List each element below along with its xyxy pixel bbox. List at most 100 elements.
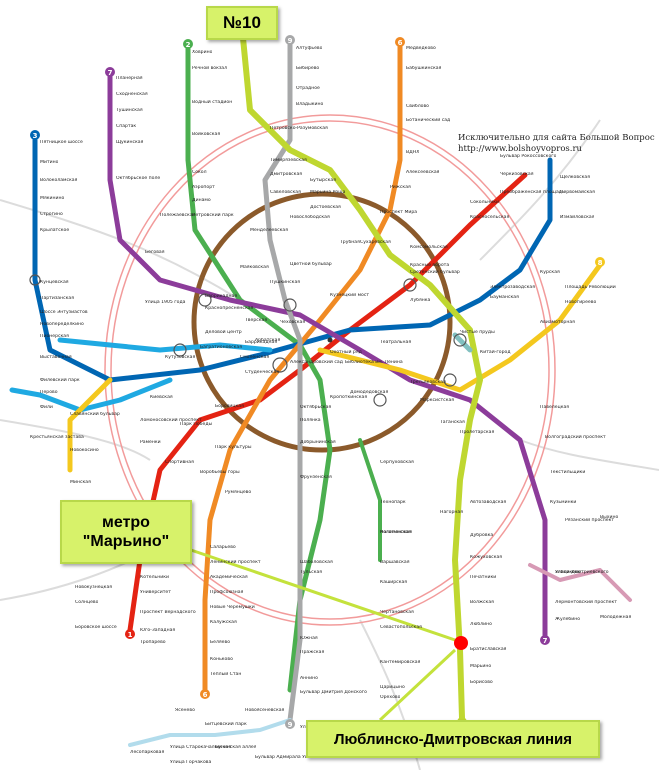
station-label[interactable]: Бульвар Рокоссовского: [500, 154, 557, 159]
station-label[interactable]: Улица Дмитриевского: [555, 570, 609, 575]
station-label[interactable]: Выставочная: [40, 355, 72, 360]
station-label[interactable]: Коломенская: [380, 530, 412, 535]
station-label[interactable]: Орехово: [380, 695, 401, 700]
station-label[interactable]: Коньково: [210, 657, 233, 662]
station-label[interactable]: Шоссе Энтузиастов: [40, 310, 88, 315]
station-label[interactable]: Цветной бульвар: [290, 262, 332, 267]
station-label[interactable]: Царицыно: [380, 685, 405, 690]
station-label[interactable]: Филёвский парк: [40, 378, 80, 383]
station-label[interactable]: Сухаревская: [360, 240, 391, 245]
station-label[interactable]: Ботанический сад: [406, 118, 451, 123]
station-label[interactable]: Баррикадная: [205, 294, 238, 299]
station-label[interactable]: Войковская: [192, 132, 221, 137]
station-label[interactable]: Крылатское: [40, 228, 70, 233]
station-label[interactable]: Боровское шоссе: [75, 625, 117, 630]
station-label[interactable]: Дубровка: [470, 533, 494, 538]
station-label[interactable]: Борисово: [470, 680, 493, 685]
station-label[interactable]: Александровский сад: [290, 360, 343, 365]
station-label[interactable]: Беляево: [210, 640, 231, 645]
station-label[interactable]: Новослободская: [290, 215, 330, 220]
station-label[interactable]: Новоясеневская: [245, 708, 285, 713]
station-label[interactable]: Воробьёвы горы: [200, 470, 240, 475]
station-label[interactable]: Академическая: [210, 575, 248, 580]
station-label[interactable]: Полежаевская: [160, 213, 196, 218]
station-label[interactable]: Улица Горчакова: [170, 760, 212, 765]
station-label[interactable]: Арбатская: [255, 338, 281, 343]
station-label[interactable]: Южная: [300, 636, 318, 641]
station-label[interactable]: Чеховская: [280, 320, 306, 325]
station-label[interactable]: Каширская: [380, 580, 408, 585]
station-label[interactable]: Октябрьское поле: [116, 176, 161, 181]
station-label[interactable]: Фрунзенская: [300, 475, 332, 480]
station-label[interactable]: Щукинская: [116, 140, 144, 145]
station-label[interactable]: Курская: [540, 270, 560, 275]
station-label[interactable]: Свиблово: [406, 104, 429, 109]
station-label[interactable]: Нагатинская: [380, 530, 412, 535]
station-label[interactable]: Ленинский проспект: [210, 560, 261, 565]
station-label[interactable]: Сокольники: [470, 200, 499, 205]
station-label[interactable]: Проспект Мира: [380, 210, 418, 215]
station-label[interactable]: Саларьево: [210, 545, 236, 550]
station-label[interactable]: Котельники: [140, 575, 169, 580]
station-label[interactable]: Менделеевская: [250, 228, 288, 233]
station-label[interactable]: Петровский парк: [192, 213, 234, 218]
station-label[interactable]: Петровско-Разумовская: [270, 126, 328, 131]
station-label[interactable]: Авиамоторная: [540, 320, 575, 325]
station-label[interactable]: Багратионовская: [200, 345, 242, 350]
station-label[interactable]: Севастопольская: [380, 625, 422, 630]
station-label[interactable]: Тимирязевская: [270, 158, 307, 163]
station-label[interactable]: Тропарёво: [140, 640, 166, 645]
station-label[interactable]: Минская: [70, 480, 91, 485]
station-label[interactable]: Медведково: [406, 46, 436, 51]
station-label[interactable]: Площадь Революции: [565, 285, 616, 290]
station-label[interactable]: Преображенская площадь: [500, 190, 565, 195]
station-label[interactable]: Печатники: [470, 575, 497, 580]
station-label[interactable]: Водный стадион: [192, 100, 233, 105]
station-label[interactable]: Рижская: [390, 185, 411, 190]
station-label[interactable]: Бутырская: [310, 178, 336, 183]
station-label[interactable]: Шаболовская: [300, 560, 333, 565]
station-label[interactable]: Партизанская: [40, 296, 74, 301]
station-label[interactable]: Нагорная: [440, 510, 463, 515]
station-label[interactable]: Волжская: [470, 600, 494, 605]
station-label[interactable]: Краснопресненская: [205, 306, 254, 311]
station-label[interactable]: Кузьминки: [550, 500, 577, 505]
station-label[interactable]: Люблино: [470, 622, 492, 627]
station-label[interactable]: Кропоткинская: [330, 395, 368, 400]
station-label[interactable]: Охотный ряд: [330, 350, 362, 355]
station-label[interactable]: Марьина Роща: [310, 190, 346, 195]
station-label[interactable]: Марьино: [470, 664, 492, 669]
station-label[interactable]: Спартак: [116, 124, 137, 129]
station-label[interactable]: Владыкино: [296, 102, 324, 107]
station-label[interactable]: Славянский бульвар: [70, 412, 120, 417]
station-label[interactable]: Молодёжная: [600, 615, 632, 620]
station-label[interactable]: Октябрьская: [300, 405, 332, 410]
station-label[interactable]: Достоевская: [310, 205, 341, 210]
station-label[interactable]: Битцевский парк: [205, 722, 247, 727]
station-label[interactable]: Алтуфьево: [296, 46, 323, 51]
station-label[interactable]: Рязанский проспект: [565, 518, 615, 523]
station-label[interactable]: Пролетарская: [460, 430, 495, 435]
station-label[interactable]: Мякинино: [40, 196, 65, 201]
station-label[interactable]: Спортивная: [165, 460, 194, 465]
station-label[interactable]: Новокосино: [70, 448, 99, 453]
station-label[interactable]: Румянцево: [225, 490, 252, 495]
station-label[interactable]: Парк культуры: [215, 445, 252, 450]
station-label[interactable]: Пражская: [300, 650, 325, 655]
station-label[interactable]: Проспект Вернадского: [140, 610, 196, 615]
station-label[interactable]: Жулебино: [555, 617, 581, 622]
station-label[interactable]: Пушкинская: [270, 280, 301, 285]
station-label[interactable]: Фили: [40, 405, 53, 410]
station-label[interactable]: Солнцево: [75, 600, 99, 605]
station-label[interactable]: Боровицкая: [215, 404, 244, 409]
station-label[interactable]: Новые Черёмушки: [210, 605, 255, 610]
station-label[interactable]: Бауманская: [490, 295, 519, 300]
station-label[interactable]: Баррикадная: [245, 340, 278, 345]
station-label[interactable]: Университет: [140, 590, 171, 595]
station-label[interactable]: Чертановская: [380, 610, 414, 615]
station-label[interactable]: Кутузовская: [165, 355, 196, 360]
station-label[interactable]: Крестьянская застава: [30, 435, 84, 440]
station-label[interactable]: Ховрино: [192, 50, 213, 55]
station-label[interactable]: Тверская: [245, 318, 268, 323]
station-label[interactable]: Перово: [40, 390, 58, 395]
